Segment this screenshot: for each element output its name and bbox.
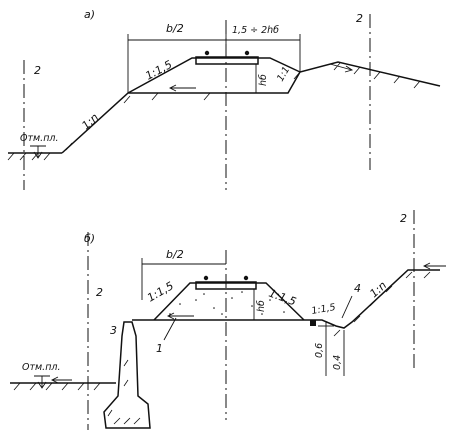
slope-right-b: 1:1,5 (267, 287, 298, 309)
rail-left-b (203, 275, 209, 281)
drain-arrow-b1 (166, 312, 194, 320)
ballast-prism-b (153, 282, 305, 321)
rail-left-a (204, 50, 210, 56)
callout-leader-1 (163, 317, 177, 341)
ditch-slope-b: 1:1,5 (311, 302, 337, 317)
ground-mark-symbol-a (30, 145, 46, 159)
callout-1: 1 (156, 342, 163, 355)
ground-mark-b: Отм.пл. (22, 362, 61, 373)
callout-3: 3 (110, 324, 117, 337)
ground-hatch-a (7, 62, 421, 161)
figure-b: б) b/2 1:1,5 1:1,5 1:1,5 1:n hб 0,6 0,4 … (10, 210, 446, 430)
figure-letter-b: б) (84, 232, 95, 245)
axis-number-left-b: 2 (96, 286, 103, 299)
embankment-outline-a (61, 61, 441, 154)
ballast-fill-b (169, 291, 285, 315)
drain-arrow-b3 (422, 262, 446, 270)
sleeper-a (195, 56, 259, 65)
ground-mark-symbol-b (34, 375, 50, 389)
slope-left-a: 1:1,5 (143, 58, 174, 83)
slope-left-b: 1:1,5 (145, 279, 176, 304)
ditch-marker-b (310, 320, 316, 326)
shoulder-label-a: 1,5 ÷ 2hб (232, 25, 279, 36)
height-label-a: hб (258, 74, 269, 86)
figure-a: а) b/2 1,5 ÷ 2hб 1:1,5 1:1 hб 1:n Отм.пл… (7, 8, 441, 190)
ground-mark-a: Отм.пл. (20, 133, 59, 144)
retaining-wall-b (103, 321, 151, 429)
drain-arrow-b2 (50, 376, 72, 384)
ballast-prism-a (127, 57, 301, 94)
ditch-width-b: 0,4 (332, 355, 343, 370)
drain-arrow-a2 (329, 63, 354, 73)
callout-4: 4 (354, 282, 361, 295)
cut-slope-b: 1:n (367, 279, 389, 301)
ground-hatch-b (13, 271, 431, 425)
figure-letter-a: а) (84, 8, 95, 21)
drain-arrow-a1 (168, 84, 196, 92)
rail-right-b (243, 275, 249, 281)
ditch-depth-b: 0,6 (314, 343, 325, 358)
embankment-slope-a: 1:n (79, 111, 101, 133)
height-label-b: hб (256, 300, 267, 312)
axis-number-right-a: 2 (356, 12, 363, 25)
width-label-a: b/2 (166, 22, 184, 35)
callout-leader-4 (341, 295, 353, 319)
axis-number-left-a: 2 (34, 64, 41, 77)
axis-number-right-b: 2 (400, 212, 407, 225)
width-label-b: b/2 (166, 248, 184, 261)
rail-right-a (244, 50, 250, 56)
